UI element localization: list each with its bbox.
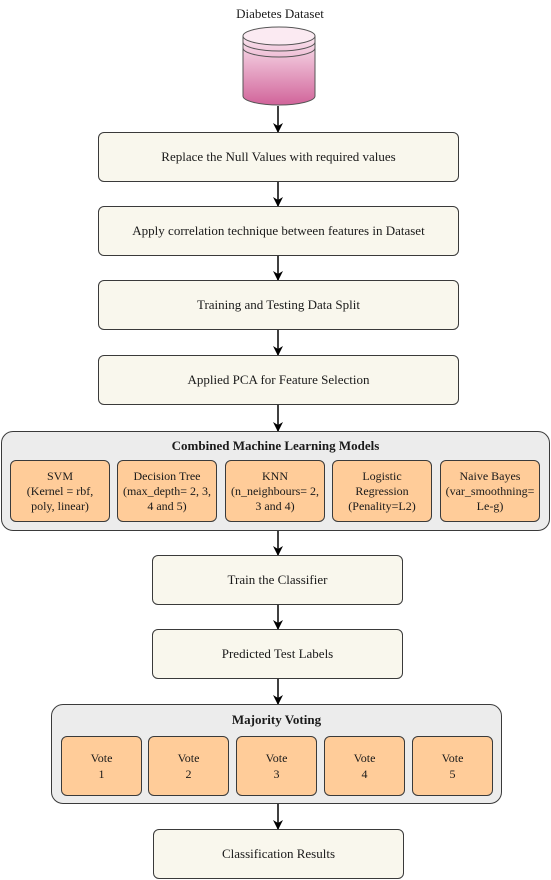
vote-label: Vote bbox=[441, 751, 464, 765]
pca-label: Applied PCA for Feature Selection bbox=[187, 372, 370, 387]
vote-label: Vote bbox=[90, 751, 113, 765]
model-naive-bayes: Naive Bayes (var_smoothning= Le-g) bbox=[440, 460, 540, 522]
dataset-label: Diabetes Dataset bbox=[236, 6, 324, 21]
predicted-label: Predicted Test Labels bbox=[221, 646, 334, 661]
split-step: Training and Testing Data Split bbox=[98, 280, 459, 330]
model-logistic-regression: Logistic Regression (Penality=L2) bbox=[332, 460, 432, 522]
replace-null-label: Replace the Null Values with required va… bbox=[161, 149, 396, 164]
model-decision-tree: Decision Tree (max_depth= 2, 3, 4 and 5) bbox=[117, 460, 217, 522]
train-step: Train the Classifier bbox=[152, 555, 403, 605]
split-label: Training and Testing Data Split bbox=[196, 297, 361, 312]
model-detail: (max_depth= 2, 3, 4 and 5) bbox=[122, 483, 212, 513]
classification-results-step: Classification Results bbox=[153, 829, 404, 879]
pca-step: Applied PCA for Feature Selection bbox=[98, 355, 459, 405]
model-detail: (n_neighbours= 2, 3 and 4) bbox=[230, 483, 320, 513]
replace-null-step: Replace the Null Values with required va… bbox=[98, 132, 459, 182]
vote-3: Vote 3 bbox=[236, 736, 317, 796]
vote-2: Vote 2 bbox=[148, 736, 229, 796]
model-name: Naive Bayes bbox=[459, 468, 521, 483]
model-name: Logistic Regression bbox=[355, 468, 409, 498]
train-label: Train the Classifier bbox=[227, 572, 328, 587]
vote-number: 2 bbox=[185, 767, 192, 781]
correlation-step: Apply correlation technique between feat… bbox=[98, 206, 459, 256]
models-group-title: Combined Machine Learning Models bbox=[171, 438, 380, 453]
model-detail: (Kernel = rbf, poly, linear) bbox=[26, 483, 94, 513]
vote-4: Vote 4 bbox=[324, 736, 405, 796]
model-name: KNN bbox=[262, 468, 288, 483]
model-detail: (var_smoothning= Le-g) bbox=[445, 483, 535, 513]
model-knn: KNN (n_neighbours= 2, 3 and 4) bbox=[225, 460, 325, 522]
vote-5: Vote 5 bbox=[412, 736, 493, 796]
vote-number: 5 bbox=[449, 767, 456, 781]
voting-group-title: Majority Voting bbox=[231, 712, 322, 727]
vote-1: Vote 1 bbox=[61, 736, 142, 796]
vote-number: 4 bbox=[361, 767, 368, 781]
model-name: Decision Tree bbox=[133, 468, 201, 483]
vote-label: Vote bbox=[353, 751, 376, 765]
vote-number: 1 bbox=[98, 767, 105, 781]
database-icon bbox=[242, 26, 316, 106]
vote-label: Vote bbox=[177, 751, 200, 765]
vote-label: Vote bbox=[265, 751, 288, 765]
model-svm: SVM (Kernel = rbf, poly, linear) bbox=[10, 460, 110, 522]
model-name: SVM bbox=[46, 468, 73, 483]
vote-number: 3 bbox=[273, 767, 280, 781]
predicted-step: Predicted Test Labels bbox=[152, 629, 403, 679]
model-detail: (Penality=L2) bbox=[348, 498, 416, 513]
classification-results-label: Classification Results bbox=[221, 846, 336, 861]
correlation-label: Apply correlation technique between feat… bbox=[132, 223, 425, 238]
